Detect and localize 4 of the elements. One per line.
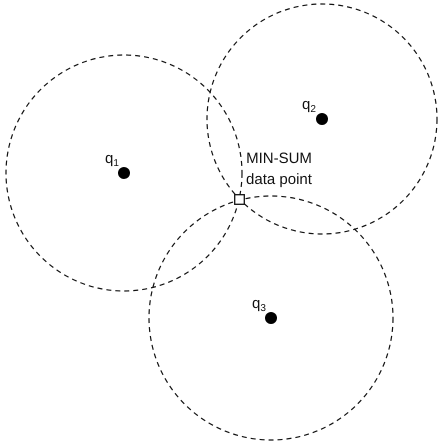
point-label: q$_{2}$ [302,97,316,115]
point-label: q$_{1}$ [105,151,119,169]
point-caption: MIN-SUM data point [245,149,313,190]
point-label: q$_{3}$ [252,296,266,314]
